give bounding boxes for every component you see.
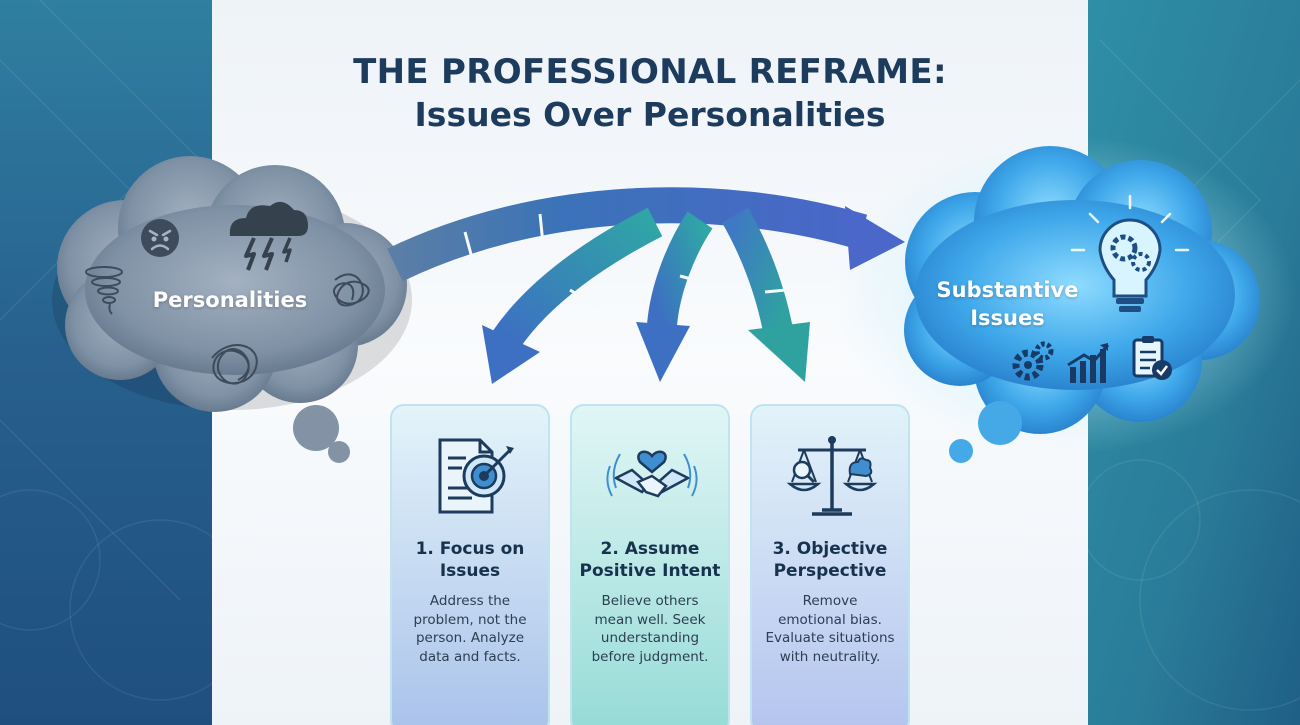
card-3-body-line: emotional bias. <box>778 611 882 628</box>
storm-cloud-icon <box>229 201 308 271</box>
personalities-label: Personalities <box>152 288 308 312</box>
card-2-body-line: before judgment. <box>591 648 709 665</box>
angry-face-icon <box>141 219 179 257</box>
card-2-body-line: mean well. Seek <box>594 611 706 628</box>
card-3-body-line: with neutrality. <box>779 648 881 665</box>
lightbulb-gears-icon <box>1070 194 1190 312</box>
arrow-to-card-3 <box>721 207 793 334</box>
title-line-2: Issues Over Personalities <box>414 95 886 134</box>
gears-icon <box>1012 341 1054 381</box>
tangled-scribble-icon <box>211 273 370 385</box>
document-target-icon <box>438 438 514 514</box>
card-1-heading-line-1: 1. Focus on <box>415 539 525 559</box>
substantive-issues-label-line-1: Substantive <box>936 278 1079 302</box>
card-objective-perspective: 3. Objective Perspective Remove emotiona… <box>750 404 910 725</box>
card-1-body: Address the problem, not the person. Ana… <box>398 592 542 666</box>
scales-icon <box>786 436 878 516</box>
card-3-heading: 3. Objective Perspective <box>756 538 904 582</box>
card-2-heading: 2. Assume Positive Intent <box>576 538 724 582</box>
card-3-body: Remove emotional bias. Evaluate situatio… <box>758 592 902 666</box>
substantive-issues-label-line-2: Issues <box>970 306 1045 330</box>
arrow-to-card-1 <box>492 207 663 350</box>
card-focus-on-issues: 1. Focus on Issues Address the problem, … <box>390 404 550 725</box>
card-3-body-line: Remove <box>802 593 858 609</box>
card-2-body: Believe others mean well. Seek understan… <box>578 592 722 666</box>
card-2-body-line: Believe others <box>601 593 699 609</box>
card-1-heading-line-2: Issues <box>439 561 501 581</box>
arrow-to-card-2 <box>647 211 713 327</box>
card-1-body-line: Address the <box>429 593 511 609</box>
checklist-icon <box>1132 336 1172 380</box>
card-2-heading-line-1: 2. Assume <box>600 539 700 559</box>
card-assume-positive-intent: 2. Assume Positive Intent Believe others… <box>570 404 730 725</box>
title-line-1: THE PROFESSIONAL REFRAME: <box>353 52 947 92</box>
card-1-body-line: person. Analyze <box>415 630 525 646</box>
substantive-issues-label: Substantive Issues <box>915 276 1100 332</box>
tornado-icon <box>85 266 123 315</box>
handshake-heart-icon <box>606 450 698 498</box>
card-2-body-line: understanding <box>600 630 700 646</box>
card-2-heading-line-2: Positive Intent <box>579 561 721 581</box>
bar-chart-icon <box>1067 343 1110 383</box>
card-3-heading-line-1: 3. Objective <box>772 539 888 559</box>
main-reframe-arrow <box>387 187 868 282</box>
card-1-body-line: problem, not the <box>413 611 527 628</box>
card-1-heading: 1. Focus on Issues <box>396 538 544 582</box>
card-1-body-line: data and facts. <box>419 648 521 665</box>
card-3-body-line: Evaluate situations <box>765 630 895 646</box>
card-3-heading-line-2: Perspective <box>773 561 887 581</box>
flow-arrows <box>387 187 905 384</box>
